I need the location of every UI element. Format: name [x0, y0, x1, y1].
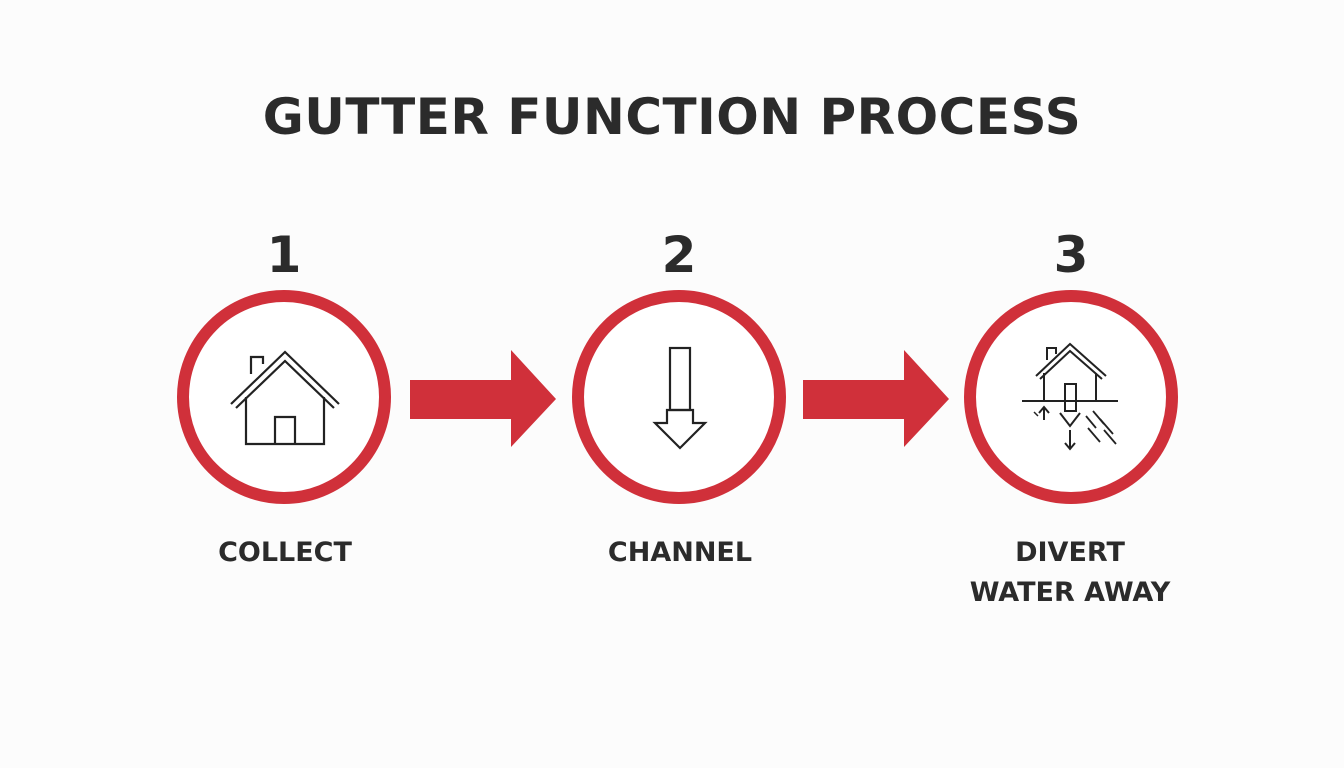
step-3-label-line-2: WATER AWAY: [969, 577, 1171, 608]
arrow-right-icon: [803, 350, 949, 447]
step-2-circle: [572, 290, 786, 504]
step-3-number: 3: [1053, 226, 1089, 284]
step-1-circle: [177, 290, 391, 504]
house-drainage-icon: [1022, 342, 1118, 451]
step-2-label: CHANNEL: [540, 533, 820, 573]
step-3-label-line-1: DIVERT: [1015, 537, 1125, 568]
step-3-circle: [964, 290, 1178, 504]
step-2-label-line: CHANNEL: [607, 537, 753, 568]
step-3-label: DIVERT WATER AWAY: [930, 533, 1210, 613]
step-2-number: 2: [661, 226, 697, 284]
down-arrow-icon: [652, 346, 708, 450]
page-title: GUTTER FUNCTION PROCESS: [262, 88, 1082, 146]
step-1-number: 1: [266, 226, 302, 284]
step-1-label-line: COLLECT: [218, 537, 352, 568]
house-icon: [230, 350, 340, 446]
arrow-right-icon: [410, 350, 556, 447]
step-1-label: COLLECT: [145, 533, 425, 573]
